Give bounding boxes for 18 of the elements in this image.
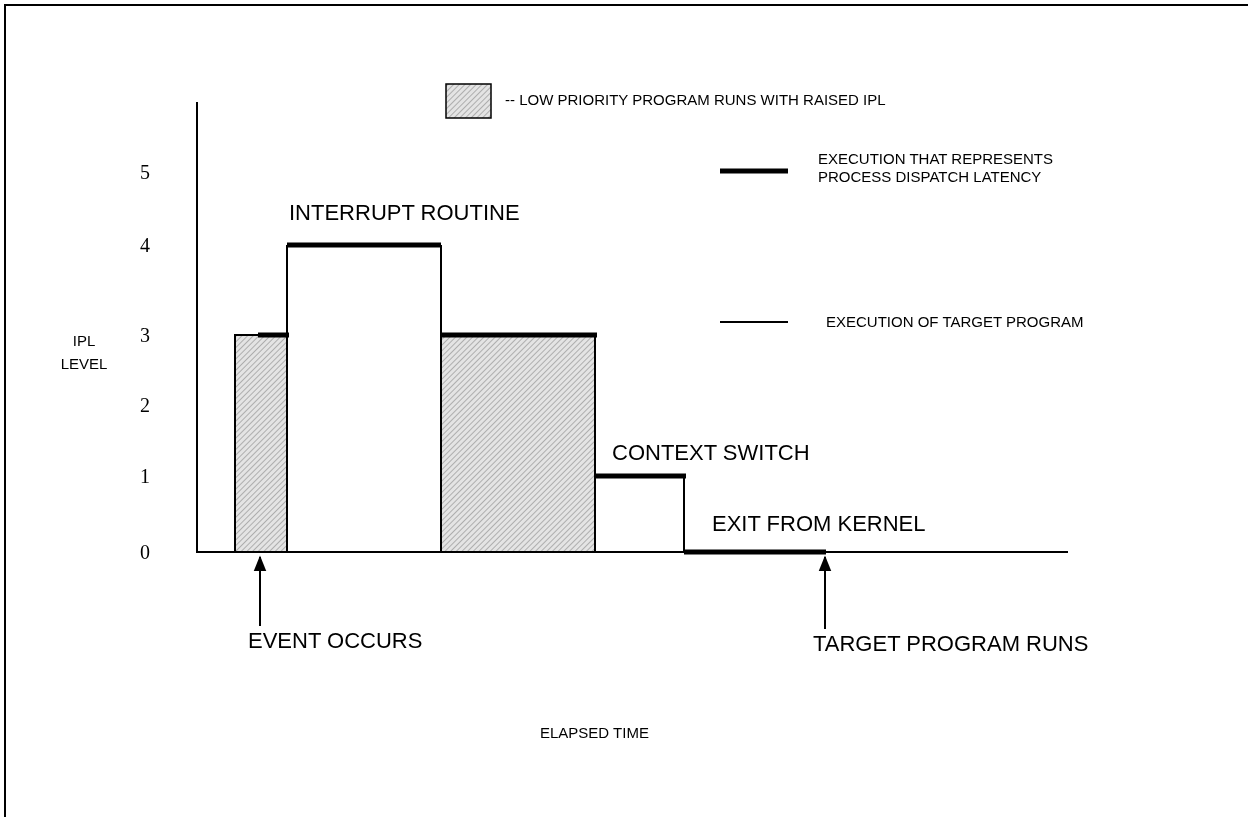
event-label: EVENT OCCURS bbox=[248, 628, 423, 655]
axis-tick-label: 2 bbox=[140, 393, 150, 417]
axis-tick-label: 3 bbox=[140, 323, 150, 347]
legend-text: -- LOW PRIORITY PROGRAM RUNS WITH RAISED IPL bbox=[505, 91, 887, 109]
phase-label: CONTEXT SWITCH bbox=[612, 440, 810, 467]
axis-tick-label: 4 bbox=[140, 233, 150, 257]
phase-label: INTERRUPT ROUTINE bbox=[289, 200, 520, 227]
axis-tick-label: 0 bbox=[140, 540, 150, 564]
legend-text: EXECUTION OF TARGET PROGRAM bbox=[826, 313, 1085, 331]
arrow bbox=[818, 555, 832, 630]
legend-text: EXECUTION THAT REPRESENTS PROCESS DISPATCH LATENCY bbox=[818, 150, 1055, 186]
axis-title: IPL LEVEL bbox=[59, 331, 109, 374]
axis-tick-label: 1 bbox=[140, 464, 150, 488]
axis-title: ELAPSED TIME bbox=[540, 724, 649, 742]
phase-label: EXIT FROM KERNEL bbox=[712, 511, 926, 538]
arrow bbox=[253, 555, 267, 627]
axis-tick-label: 5 bbox=[140, 160, 150, 184]
event-label: TARGET PROGRAM RUNS bbox=[813, 631, 1089, 658]
